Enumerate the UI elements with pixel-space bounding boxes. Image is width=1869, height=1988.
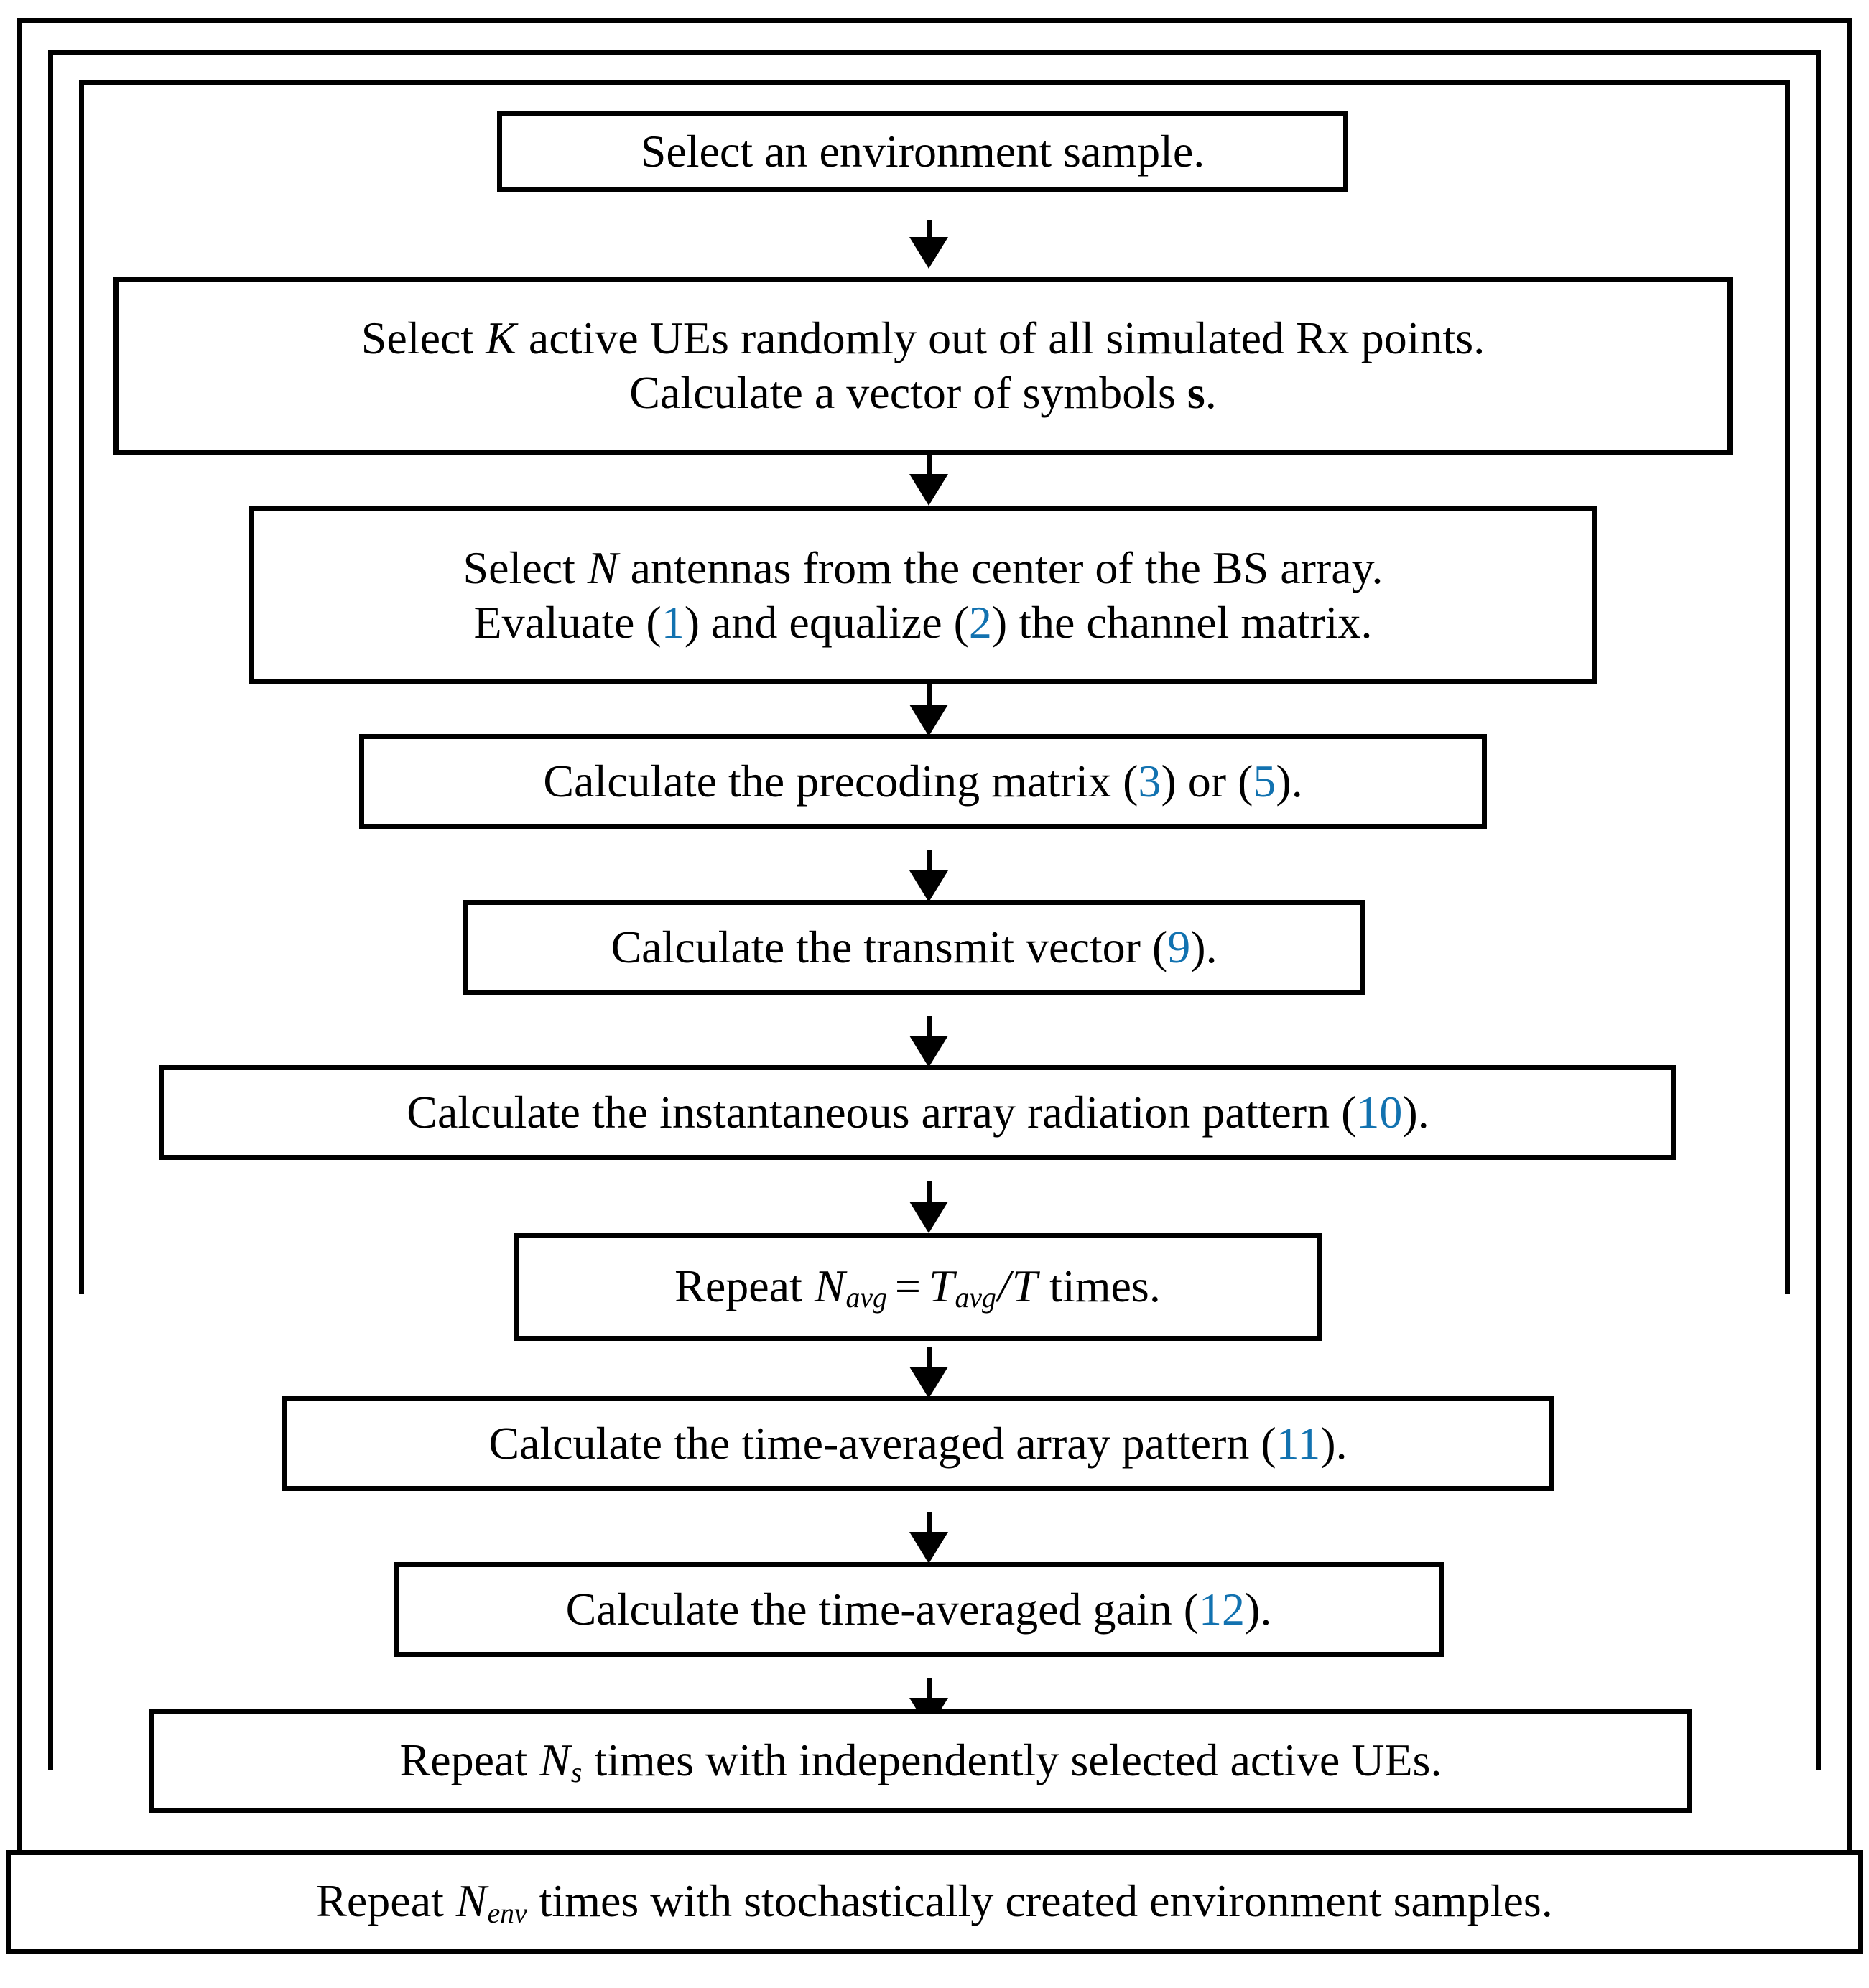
- connector-7-8-stem: [927, 1347, 932, 1375]
- equals-sign: =: [894, 1260, 921, 1311]
- node-1-text: Select an environment sample.: [640, 126, 1205, 177]
- node-select-environment-sample[interactable]: Select an environment sample.: [497, 111, 1348, 192]
- eq-ref-5[interactable]: 5: [1253, 756, 1276, 807]
- arrow-6-7: [909, 1202, 948, 1233]
- eq-ref-3[interactable]: 3: [1138, 756, 1161, 807]
- symbol-Nenv: Nenv: [455, 1875, 527, 1929]
- node-select-active-ues[interactable]: Select K active UEs randomly out of all …: [113, 277, 1733, 455]
- connector-9-10-stem: [927, 1678, 932, 1706]
- eq-ref-11[interactable]: 11: [1276, 1418, 1321, 1469]
- eq-ref-9[interactable]: 9: [1167, 921, 1191, 973]
- node-4-text: Calculate the precoding matrix (3) or (5…: [543, 756, 1303, 807]
- node-2-line-2: Calculate a vector of symbols s.: [629, 367, 1217, 418]
- arrow-2-3: [909, 474, 948, 506]
- connector-2-3-stem: [927, 454, 932, 483]
- arrow-4-5: [909, 870, 948, 902]
- symbol-s-vector: s: [1187, 367, 1205, 418]
- node-11-text: Repeat Nenv times with stochastically cr…: [316, 1875, 1553, 1929]
- symbol-N: N: [587, 542, 618, 594]
- connector-4-5-stem: [927, 850, 932, 879]
- node-3-line-2: Evaluate (1) and equalize (2) the channe…: [473, 597, 1373, 648]
- node-8-text: Calculate the time-averaged array patter…: [488, 1418, 1348, 1469]
- symbol-K: K: [486, 312, 516, 364]
- connector-5-6-stem: [927, 1016, 932, 1044]
- arrow-1-2: [909, 237, 948, 269]
- symbol-T: T: [1011, 1260, 1038, 1311]
- node-10-text: Repeat Ns times with independently selec…: [399, 1734, 1442, 1788]
- node-5-text: Calculate the transmit vector (9).: [611, 921, 1218, 973]
- node-2-line-1: Select K active UEs randomly out of all …: [361, 312, 1485, 364]
- symbol-Tavg: Tavg: [928, 1260, 996, 1314]
- eq-ref-12[interactable]: 12: [1199, 1584, 1246, 1635]
- symbol-Ns: Ns: [539, 1734, 583, 1788]
- eq-ref-10[interactable]: 10: [1356, 1087, 1403, 1138]
- node-repeat-nenv[interactable]: Repeat Nenv times with stochastically cr…: [6, 1850, 1863, 1954]
- node-repeat-navg[interactable]: Repeat Navg=Tavg/T times.: [514, 1233, 1322, 1341]
- connector-1-2-stem: [927, 220, 932, 246]
- arrow-5-6: [909, 1036, 948, 1067]
- eq-ref-2[interactable]: 2: [968, 597, 992, 648]
- node-select-antennas-equalize[interactable]: Select N antennas from the center of the…: [249, 506, 1597, 684]
- connector-3-4-stem: [927, 684, 932, 713]
- arrow-3-4: [909, 705, 948, 736]
- node-3-line-1: Select N antennas from the center of the…: [463, 542, 1383, 594]
- node-7-text: Repeat Navg=Tavg/T times.: [674, 1260, 1161, 1314]
- node-calculate-time-averaged-pattern[interactable]: Calculate the time-averaged array patter…: [282, 1396, 1554, 1491]
- node-calculate-instantaneous-pattern[interactable]: Calculate the instantaneous array radiat…: [159, 1065, 1676, 1160]
- node-calculate-transmit-vector[interactable]: Calculate the transmit vector (9).: [463, 900, 1365, 995]
- node-6-text: Calculate the instantaneous array radiat…: [407, 1087, 1429, 1138]
- node-repeat-ns[interactable]: Repeat Ns times with independently selec…: [149, 1709, 1692, 1813]
- arrow-8-9: [909, 1532, 948, 1564]
- node-calculate-precoding-matrix[interactable]: Calculate the precoding matrix (3) or (5…: [359, 734, 1487, 829]
- slash: /: [997, 1260, 1011, 1311]
- connector-8-9-stem: [927, 1512, 932, 1541]
- connector-6-7-stem: [927, 1181, 932, 1210]
- node-9-text: Calculate the time-averaged gain (12).: [565, 1584, 1272, 1635]
- node-calculate-time-averaged-gain[interactable]: Calculate the time-averaged gain (12).: [394, 1562, 1444, 1657]
- symbol-Navg: Navg: [814, 1260, 887, 1314]
- eq-ref-1[interactable]: 1: [661, 597, 685, 648]
- arrow-7-8: [909, 1367, 948, 1398]
